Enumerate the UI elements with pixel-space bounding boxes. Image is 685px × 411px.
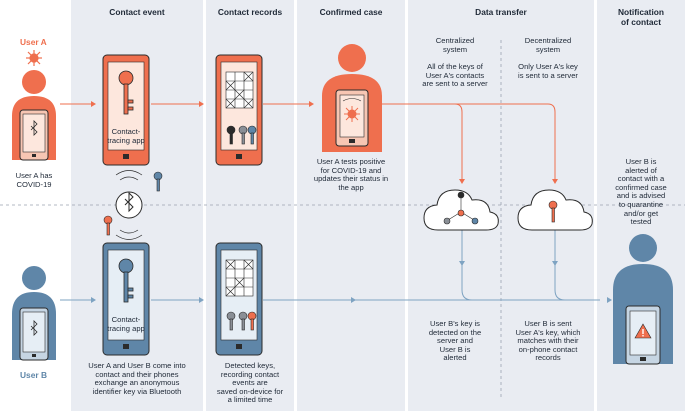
header-data-transfer: Data transfer (475, 7, 527, 17)
centralized-description: All of the keys of User A's contacts are… (410, 62, 500, 89)
caption-line: identifier key via Bluetooth (92, 386, 182, 396)
caption-line: contact with a (617, 174, 665, 184)
result-line: User B is sent (524, 319, 572, 328)
desc-line: Only User A's key (518, 62, 578, 71)
virus-icon-phone (344, 106, 360, 122)
centralized-title: Centralized system (410, 36, 500, 54)
caption-line: saved on-device for (216, 386, 284, 396)
result-line: server and (437, 336, 473, 346)
phone-user-a-records (215, 54, 263, 166)
caption-line: recording contact (220, 369, 280, 379)
notification-caption: User B is alerted of contact with a conf… (599, 157, 683, 227)
decentralized-description: Only User A's key is sent to a server (503, 62, 593, 80)
desc-line: User A's contacts (425, 70, 485, 80)
app-label-a-line1: Contact- (111, 127, 141, 136)
result-line: detected on the (428, 327, 482, 337)
user-b-label: User B (20, 370, 47, 380)
confirmed-user-a-figure (322, 44, 382, 152)
confirmed-case-caption: User A tests positive for COVID-19 and u… (297, 157, 405, 192)
result-line: matches with their (517, 336, 579, 346)
caption-line: and is advised (616, 191, 666, 201)
arrowheads-user-a (91, 101, 558, 184)
grid-icon-b (225, 259, 254, 297)
stored-keys-a (226, 125, 257, 145)
caption-line: User B is (625, 157, 657, 166)
app-label-a-line2: tracing app (107, 135, 145, 145)
key-icon-cloud (548, 200, 558, 223)
notified-user-b-figure (613, 234, 673, 365)
phone-user-b-app (102, 242, 150, 356)
decentralized-title: Decentralized system (503, 36, 593, 54)
flow-line-user-a (60, 103, 556, 180)
virus-icon (26, 50, 42, 66)
centralized-result: User B's key is detected on the server a… (410, 319, 500, 363)
header-notification-line1: Notification (617, 7, 665, 17)
caption-line: to quarantine (618, 199, 664, 209)
caption-line: a limited time (227, 395, 273, 405)
result-line: User B's key is (430, 319, 480, 328)
caption-line: alerted of (625, 165, 657, 175)
contact-event-caption: User A and User B come into contact and … (71, 361, 203, 396)
title-line: Centralized (435, 36, 475, 45)
user-a-status: User A has COVID-19 (0, 171, 68, 189)
desc-line: All of the keys of (427, 62, 483, 71)
result-line: records (535, 353, 561, 363)
decentralized-result: User B is sent User A's key, which match… (503, 319, 593, 363)
contact-records-caption: Detected keys, recording contact events … (206, 361, 294, 405)
header-contact-records: Contact records (217, 7, 283, 17)
caption-line: and/or get (623, 208, 659, 218)
header-confirmed-case: Confirmed case (319, 7, 383, 17)
title-line: system (442, 44, 468, 54)
bluetooth-exchange (103, 170, 163, 240)
phone-user-a-app (102, 54, 150, 166)
title-line: Decentralized (524, 36, 572, 45)
phone-user-b-records (215, 242, 263, 356)
grid-icon (225, 71, 254, 109)
flow-line-user-b (60, 230, 600, 301)
header-notification: Notification of contact (597, 7, 685, 27)
app-label-user-b: Contact- tracing app (103, 315, 149, 333)
result-line: User B is (439, 344, 471, 354)
exchanged-key-orange (103, 215, 113, 236)
desc-line: is sent to a server (518, 70, 578, 80)
title-line: system (535, 44, 561, 54)
arrowheads-user-b (91, 261, 612, 303)
key-icon (118, 70, 134, 115)
key-icon-b (118, 258, 134, 303)
header-contact-event: Contact event (109, 7, 165, 17)
header-notification-line2: of contact (620, 17, 661, 27)
result-line: User A's key, which (515, 327, 581, 337)
bluetooth-icon (30, 120, 38, 136)
cloud-icon-decentralized (517, 189, 593, 231)
app-label-user-a: Contact- tracing app (103, 127, 149, 145)
caption-line: contact and their phones (95, 369, 179, 379)
exchanged-key-blue (153, 171, 163, 192)
caption-line: updates their status in (313, 174, 389, 184)
caption-line: exchange an anonymous (94, 378, 180, 388)
user-a-status-line1: User A has (15, 171, 53, 180)
caption-line: User A tests positive (316, 157, 386, 166)
caption-line: for COVID-19 and (320, 165, 382, 175)
cloud-icon-centralized (423, 189, 499, 231)
user-a-figure (12, 70, 56, 161)
user-a-status-line2: COVID-19 (16, 179, 52, 189)
user-a-label: User A (20, 37, 47, 47)
caption-line: events are (232, 378, 268, 388)
app-label-b-line2: tracing app (107, 323, 145, 333)
result-line: alerted (443, 353, 467, 363)
desc-line: are sent to a server (422, 79, 488, 89)
user-b-figure (12, 266, 56, 361)
warning-icon (634, 323, 652, 339)
caption-line: User A and User B come into (88, 361, 186, 370)
caption-line: Detected keys, (224, 361, 276, 370)
caption-line: confirmed case (615, 182, 667, 192)
caption-line: tested (630, 217, 652, 227)
result-line: on-phone contact (518, 344, 578, 354)
app-label-b-line1: Contact- (111, 315, 141, 324)
stored-keys-b (226, 311, 257, 331)
caption-line: the app (338, 182, 364, 192)
